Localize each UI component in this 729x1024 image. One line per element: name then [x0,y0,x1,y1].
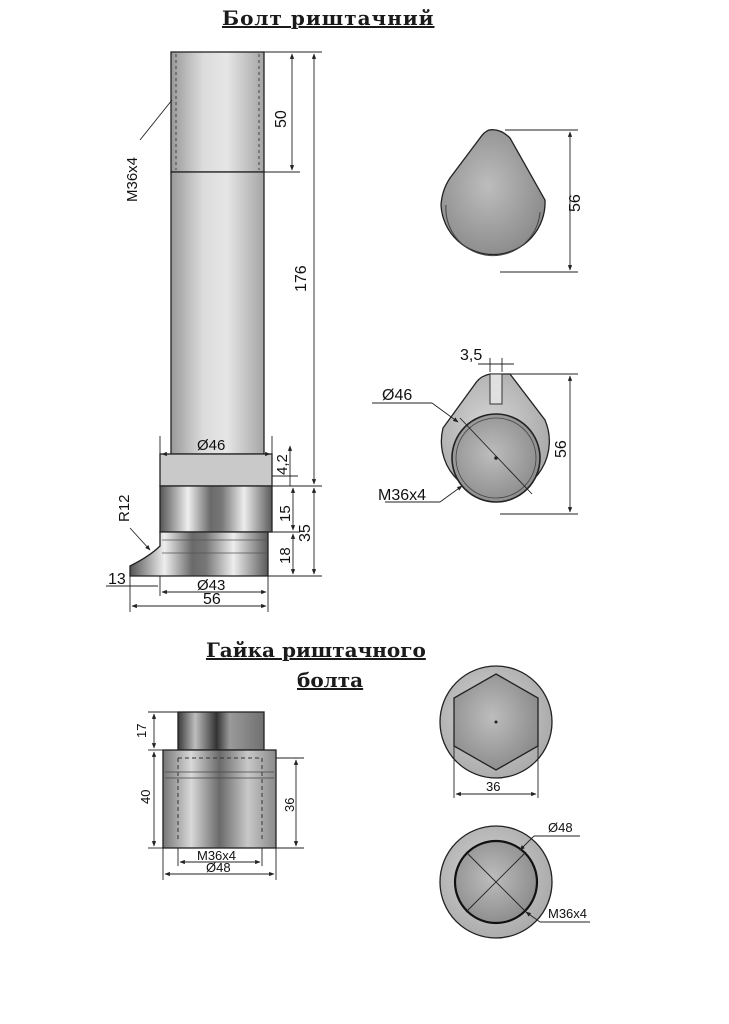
dim-nut-section-diameter: Ø48 [548,820,573,835]
nut-title-line2: болта [297,668,364,692]
nut-section-view: Ø48 M36x4 [439,820,590,939]
dim-thread-length: 50 [273,110,290,128]
dim-slot-width: 3,5 [460,347,482,364]
dim-base-width: 56 [203,591,221,608]
bolt-side-view: M36x4 50 176 Ø46 4,2 15 [106,51,322,612]
bolt-thread-label: M36x4 [124,157,141,202]
nut-title-line1: Гайка риштачного [206,638,426,662]
bolt-head-upper [159,485,273,533]
dim-flange: 13 [108,571,126,588]
dim-top-width: 56 [567,194,584,212]
bolt-collar [159,453,273,487]
dim-collar-height: 4,2 [274,454,291,475]
bolt-top-view: 56 [440,129,584,273]
section-thread-label: M36x4 [378,487,426,504]
dim-head-bottom-height: 18 [277,547,294,564]
nut-top-view: 36 [439,665,553,798]
nut-section-thread-label: M36x4 [548,906,587,921]
dim-head-total-height: 35 [297,524,314,542]
nut-lower [162,749,277,849]
bolt-shank [170,171,265,455]
bolt-head-lower [129,531,269,577]
teardrop-head [440,129,546,256]
dim-section-diameter: Ø46 [382,387,412,404]
dim-section-height: 56 [553,440,570,458]
dim-hex-width: 36 [486,779,500,794]
dim-nut-outer-diameter: Ø48 [206,860,231,875]
nut-upper [177,711,265,751]
dim-shank-length: 176 [293,265,310,292]
bolt-title: Болт риштачний [222,6,435,30]
dim-base-diameter: Ø43 [197,577,225,594]
dim-nut-upper-height: 17 [134,724,149,738]
dim-nut-total-height: 40 [138,790,153,804]
dim-nut-thread: M36x4 [197,848,236,863]
bolt-thread-section [170,51,265,173]
nut-side-view: 17 40 36 M36x4 Ø48 [134,711,304,880]
slot [489,373,503,405]
dim-collar-diameter: Ø46 [197,437,225,454]
dim-nut-thread-depth: 36 [282,798,297,812]
dim-radius: R12 [116,494,133,522]
bolt-section-view: 3,5 Ø46 56 M36x4 [372,347,578,515]
dim-head-top-height: 15 [277,505,294,522]
